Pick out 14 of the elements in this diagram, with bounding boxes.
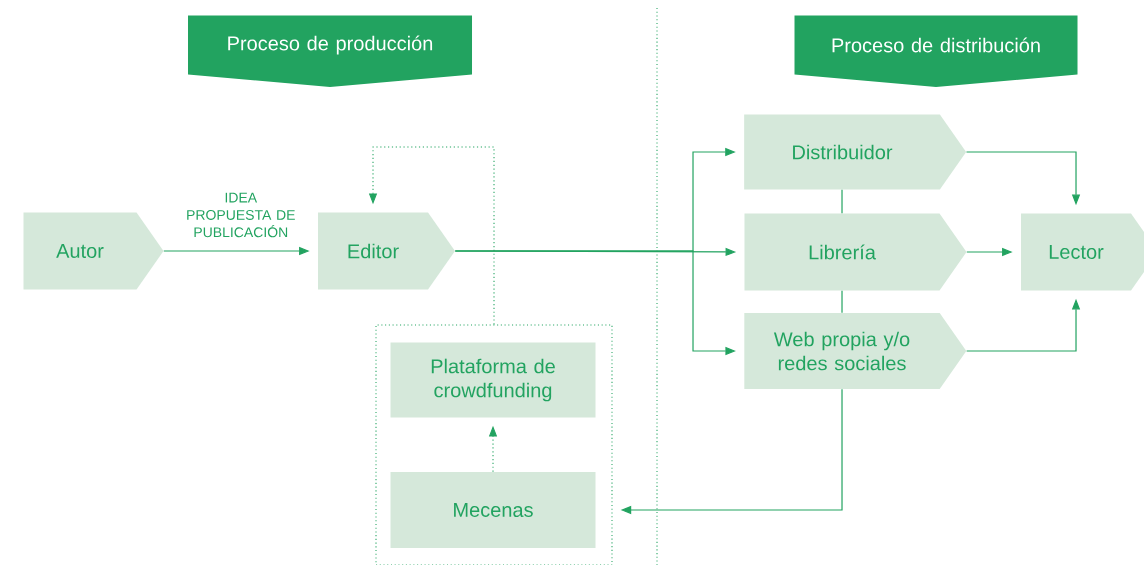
section-banner: Proceso de distribución [794, 15, 1078, 87]
connector-line [841, 189, 843, 214]
section-banner: Proceso de producción [188, 15, 472, 87]
process-box: Plataforma de crowdfunding [390, 342, 596, 418]
process-arrow-box: Lector [1021, 213, 1144, 291]
edge-label: IDEA PROPUESTA DE PUBLICACIÓN [181, 191, 301, 239]
process-arrow-box: Web propia y/o redes sociales [744, 313, 967, 389]
process-box: Mecenas [390, 472, 596, 548]
process-arrow-box: Autor [23, 212, 164, 290]
process-arrow-box: Editor [318, 212, 455, 290]
connector-line [841, 290, 843, 314]
dotted-group-box [375, 324, 613, 565]
process-arrow-box: Librería [744, 213, 967, 291]
process-arrow-box: Distribuidor [744, 114, 967, 190]
